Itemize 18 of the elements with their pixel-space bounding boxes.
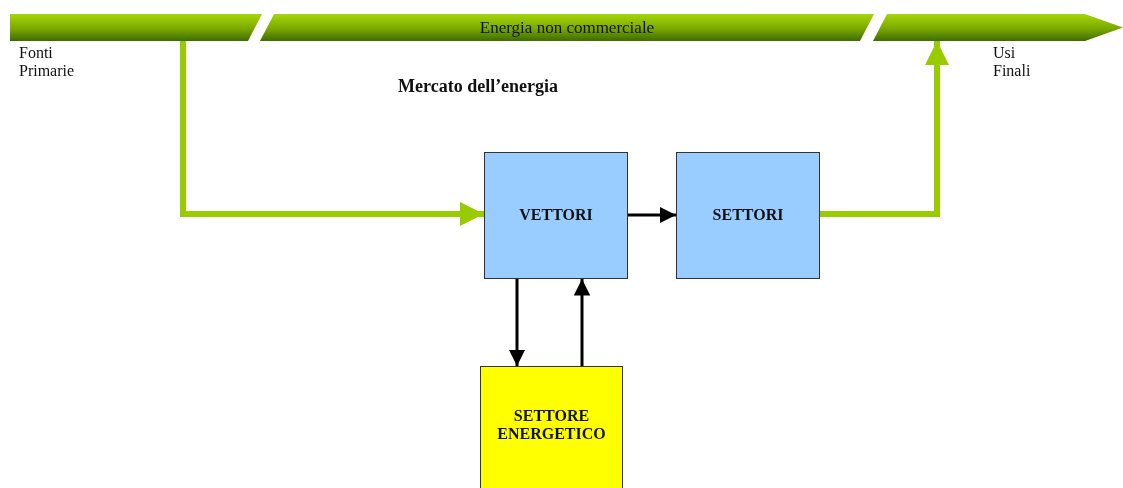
arrow: [628, 206, 676, 224]
arrow: [573, 279, 591, 366]
process-box: [676, 152, 820, 279]
arrow-band-segment: [873, 14, 1123, 41]
box-label: VETTORI: [519, 206, 593, 225]
band-segment: [10, 14, 262, 41]
process-box: [484, 152, 628, 279]
arrow: [508, 279, 526, 366]
side-label: Usi Finali: [993, 44, 1032, 81]
band-label: Energia non commerciale: [479, 19, 655, 36]
arrow: [180, 41, 484, 226]
process-box: [480, 366, 623, 488]
band-segment: [260, 14, 874, 41]
side-label: Fonti Primarie: [19, 44, 76, 81]
box-label: SETTORI: [712, 206, 784, 225]
heading: Mercato dell’energia: [398, 76, 560, 97]
box-label: SETTORE ENERGETICO: [496, 407, 607, 444]
arrow: [820, 41, 949, 217]
